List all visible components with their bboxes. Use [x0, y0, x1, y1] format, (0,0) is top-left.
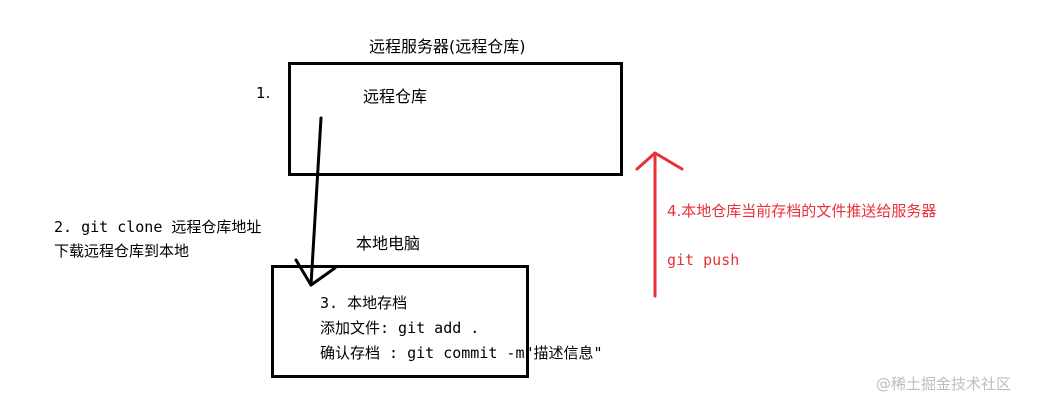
- clone-description-label: 下载远程仓库到本地: [54, 242, 190, 260]
- remote-server-title: 远程服务器(远程仓库): [369, 37, 526, 56]
- git-add-line: 添加文件: git add .: [320, 319, 480, 337]
- remote-step-number: 1.: [256, 84, 271, 102]
- clone-command-label: 2. git clone 远程仓库地址: [54, 218, 262, 236]
- git-push-command-label: git push: [667, 251, 740, 269]
- remote-repository-box: [288, 62, 623, 176]
- local-archive-step: 3. 本地存档: [320, 294, 408, 312]
- remote-repository-label: 远程仓库: [363, 87, 428, 106]
- watermark-label: @稀土掘金技术社区: [876, 375, 1012, 393]
- push-arrow: [635, 151, 684, 298]
- push-description-label: 4.本地仓库当前存档的文件推送给服务器: [667, 202, 937, 220]
- git-commit-line: 确认存档 : git commit -m"描述信息": [320, 344, 603, 362]
- local-repository-box: [271, 265, 529, 378]
- clone-arrow: [294, 116, 337, 287]
- local-computer-title: 本地电脑: [356, 234, 421, 253]
